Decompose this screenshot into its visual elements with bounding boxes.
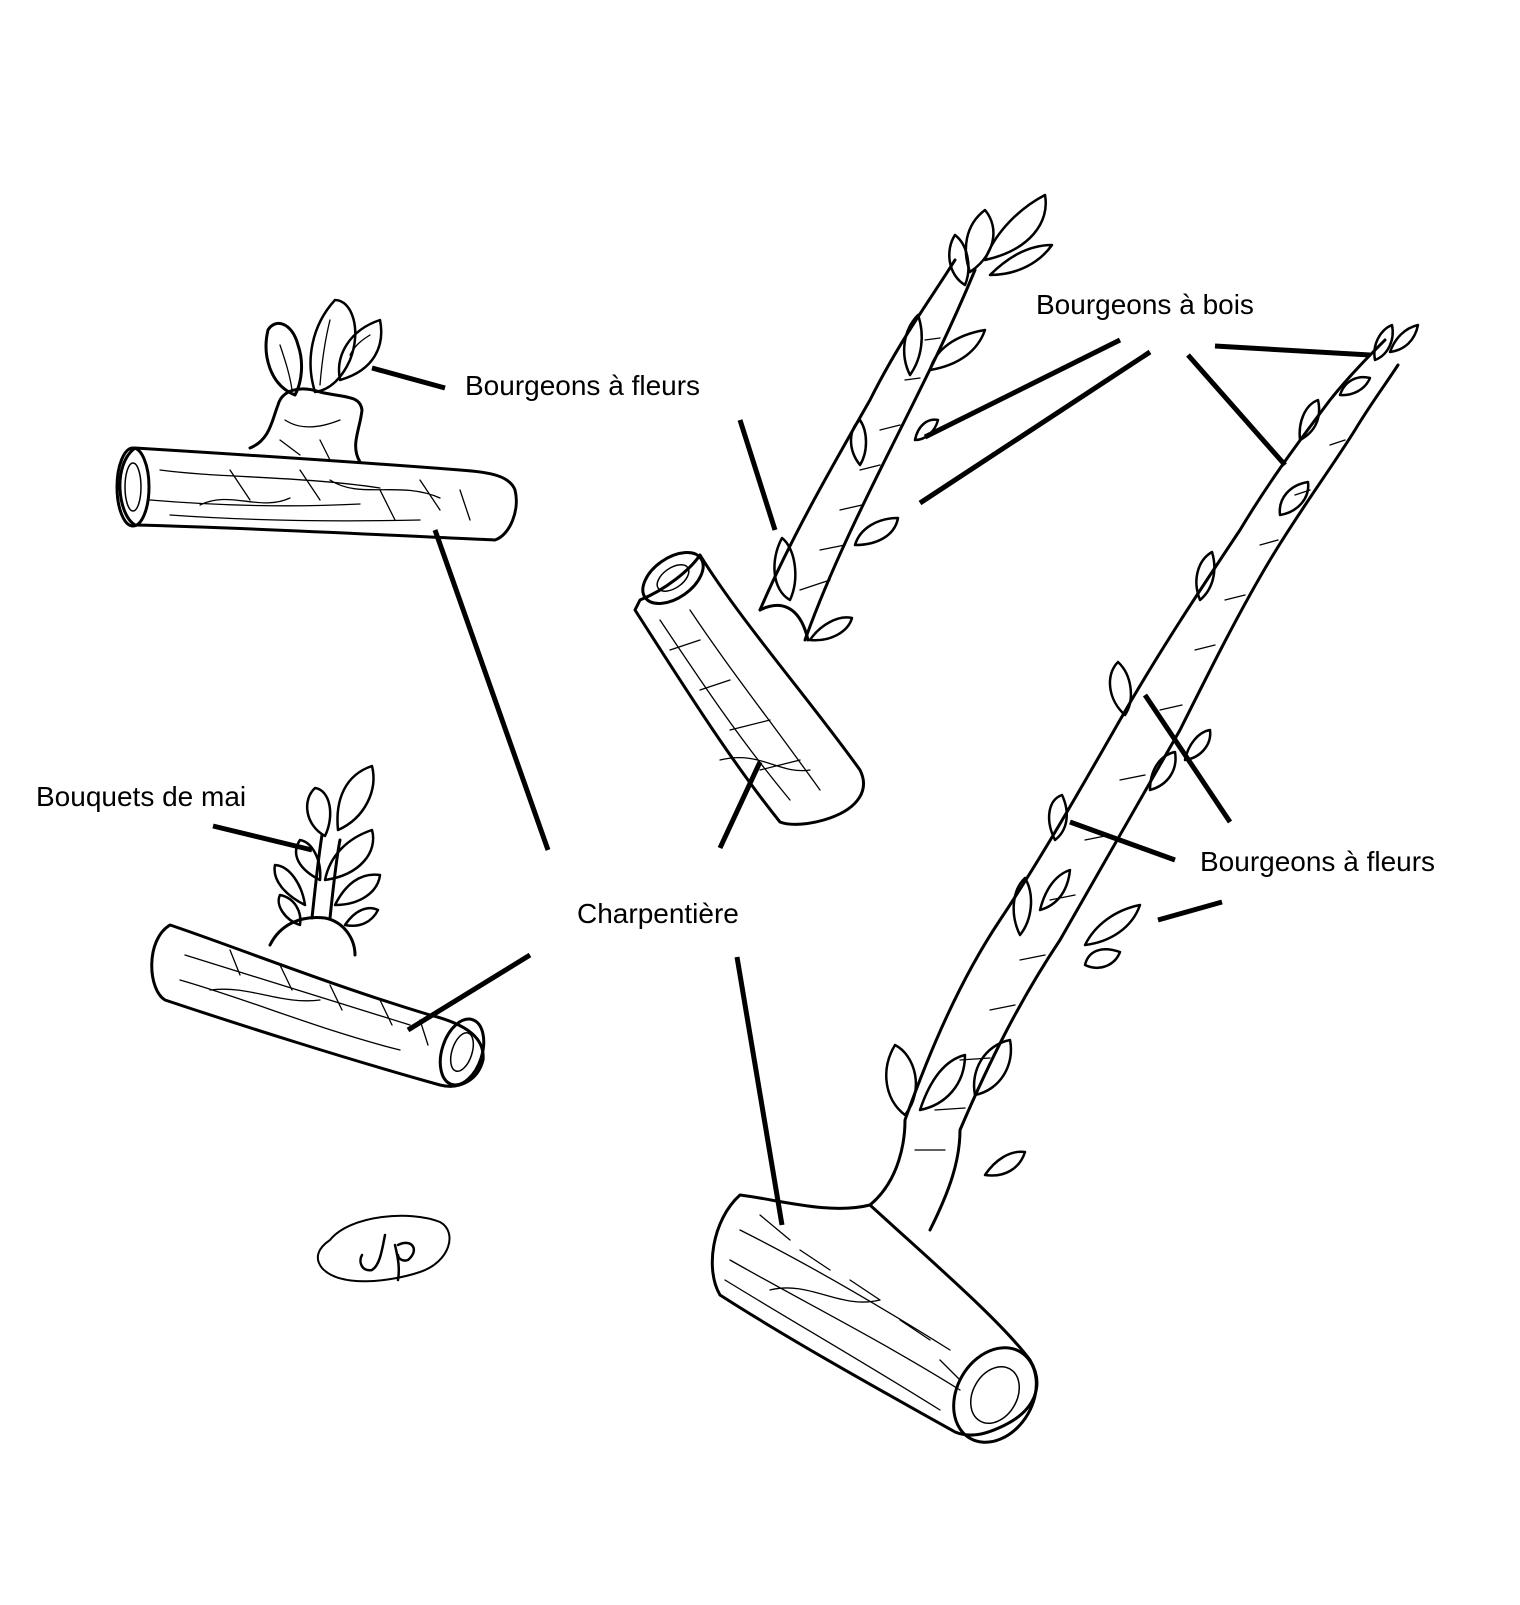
leader-flower-buds-right-2 xyxy=(1069,819,1176,863)
leader-flower-buds-right-1 xyxy=(1142,693,1233,824)
wood-shoot xyxy=(633,193,1054,826)
label-main-branch: Charpentière xyxy=(577,898,739,929)
leader-wood-buds-3 xyxy=(1186,353,1287,467)
label-may-bouquets: Bouquets de mai xyxy=(36,781,247,812)
flower-bud-branch xyxy=(115,298,518,542)
leader-flower-buds-top xyxy=(371,365,446,391)
may-bouquet-branch xyxy=(150,764,486,1088)
leader-may-bouquets xyxy=(212,823,313,853)
label-flower-buds-top: Bourgeons à fleurs xyxy=(465,370,701,401)
leader-wood-buds-2 xyxy=(918,349,1152,506)
label-flower-buds-right: Bourgeons à fleurs xyxy=(1200,846,1436,877)
long-fruiting-shoot xyxy=(710,323,1420,1444)
leader-charpentiere-1 xyxy=(432,529,551,851)
leader-wood-buds-1 xyxy=(923,337,1122,440)
leader-charpentiere-2 xyxy=(406,952,532,1033)
leader-wood-buds-4 xyxy=(1214,343,1371,358)
label-wood-buds: Bourgeons à bois xyxy=(1036,289,1254,320)
leader-charpentiere-4 xyxy=(734,956,785,1226)
leader-lines xyxy=(212,337,1371,1226)
leader-charpentiere-3 xyxy=(717,760,763,850)
leader-middle-shoot xyxy=(737,419,778,531)
signature xyxy=(316,1214,451,1283)
leader-flower-buds-right-3 xyxy=(1157,899,1223,923)
